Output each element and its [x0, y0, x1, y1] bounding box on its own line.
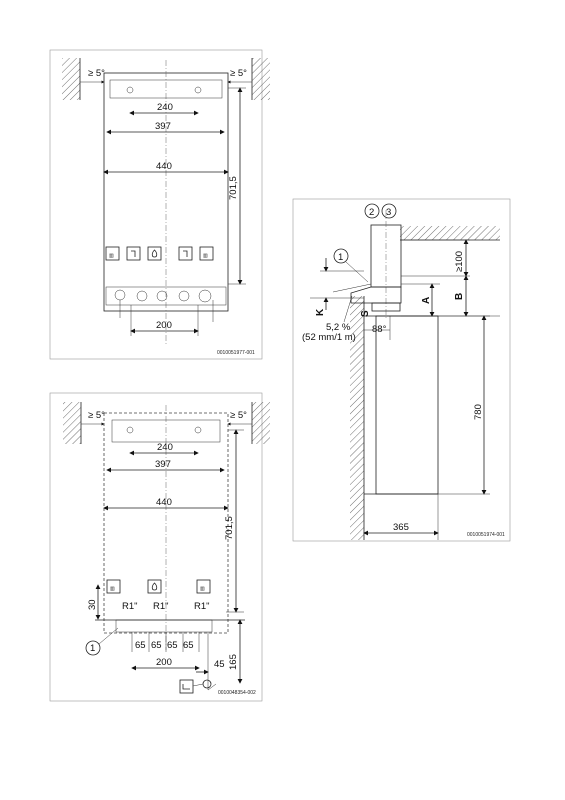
left-wall-hatch: [62, 58, 80, 100]
thread-r1-right: R1": [194, 601, 210, 612]
label-a: A: [421, 297, 432, 304]
pipe-connections: [105, 286, 227, 322]
dim-65-b: 65: [151, 640, 162, 651]
svg-text:▥: ▥: [200, 586, 205, 592]
callout-3: 3: [386, 207, 391, 218]
figure-3-frame: [292, 198, 511, 542]
slope-percent: 5,2 %: [326, 322, 351, 333]
callout-2: 2: [369, 207, 374, 218]
slope-ratio: (52 mm/1 m): [302, 332, 356, 343]
figure-ref: 0010051977-001: [217, 350, 255, 356]
right-wall-hatch: [252, 402, 270, 444]
svg-text:▥: ▥: [109, 253, 114, 259]
svg-text:▥: ▥: [203, 253, 208, 259]
dim-397: 397: [155, 121, 171, 132]
svg-text:▥: ▥: [110, 586, 115, 592]
figure-1-boiler-dimensions: ≥ 5° ≥ 5° 240 397 440 701,5 ▥: [49, 49, 270, 360]
label-b: B: [454, 293, 465, 300]
thread-r1-left: R1": [122, 601, 138, 612]
wall-angle-left: ≥ 5°: [88, 68, 105, 79]
dim-397: 397: [155, 459, 171, 470]
right-wall-hatch: [252, 58, 270, 100]
ceiling-hatch: [400, 226, 500, 240]
dim-165: 165: [228, 654, 239, 670]
figure-ref: 0010048354-002: [218, 690, 256, 696]
gas-icon: [147, 246, 162, 261]
dim-240: 240: [157, 442, 173, 453]
dim-65-d: 65: [183, 640, 194, 651]
figure-3-flue-side-view: 2 3 1 ≥100 A B K S 5,2 % (52 mm/1 m): [292, 198, 511, 542]
dim-440: 440: [156, 497, 172, 508]
heating-icon: [106, 579, 121, 594]
dim-200: 200: [156, 320, 172, 331]
dim-100: ≥100: [454, 251, 465, 272]
dim-240: 240: [157, 102, 173, 113]
hot-water-icon: [126, 246, 141, 261]
dim-65-c: 65: [167, 640, 178, 651]
wall-angle-right: ≥ 5°: [230, 410, 247, 421]
dim-701-5: 701,5: [224, 516, 235, 540]
dim-30: 30: [87, 599, 98, 610]
dim-440: 440: [156, 161, 172, 172]
dim-365: 365: [393, 522, 409, 533]
figure-1-frame: [49, 49, 263, 360]
label-s: S: [360, 310, 371, 317]
figure-2-installation-template: ≥ 5° ≥ 5° 240 397 440 701,5 30 ▥ ▥ R1": [49, 392, 270, 702]
label-k: K: [315, 308, 326, 316]
figure-2-frame: [49, 392, 263, 702]
dim-780: 780: [473, 404, 484, 420]
cold-water-icon: [178, 246, 193, 261]
wall-hatch: [350, 296, 364, 540]
heating-return-icon: [199, 246, 214, 261]
callout-1-circle: [85, 640, 101, 656]
callout-1: 1: [90, 643, 95, 654]
wall-angle-right: ≥ 5°: [230, 68, 247, 79]
thread-r1-mid: R1": [153, 601, 169, 612]
dim-45: 45: [214, 659, 225, 670]
gas-icon: [147, 579, 162, 594]
callout-1: 1: [338, 252, 343, 263]
dim-701-5: 701,5: [228, 176, 239, 200]
dim-65-a: 65: [135, 640, 146, 651]
heating-return-icon: [196, 579, 211, 594]
drain-icon: [179, 679, 194, 694]
connection-icons: ▥ ▥: [105, 246, 214, 261]
dim-88: 88°: [372, 324, 387, 335]
dim-200: 200: [156, 657, 172, 668]
wall-angle-left: ≥ 5°: [88, 410, 105, 421]
heating-flow-icon: [105, 246, 120, 261]
left-wall-hatch: [63, 402, 81, 444]
figure-ref: 0010051974-001: [467, 532, 505, 538]
appliance-side: [375, 315, 439, 495]
